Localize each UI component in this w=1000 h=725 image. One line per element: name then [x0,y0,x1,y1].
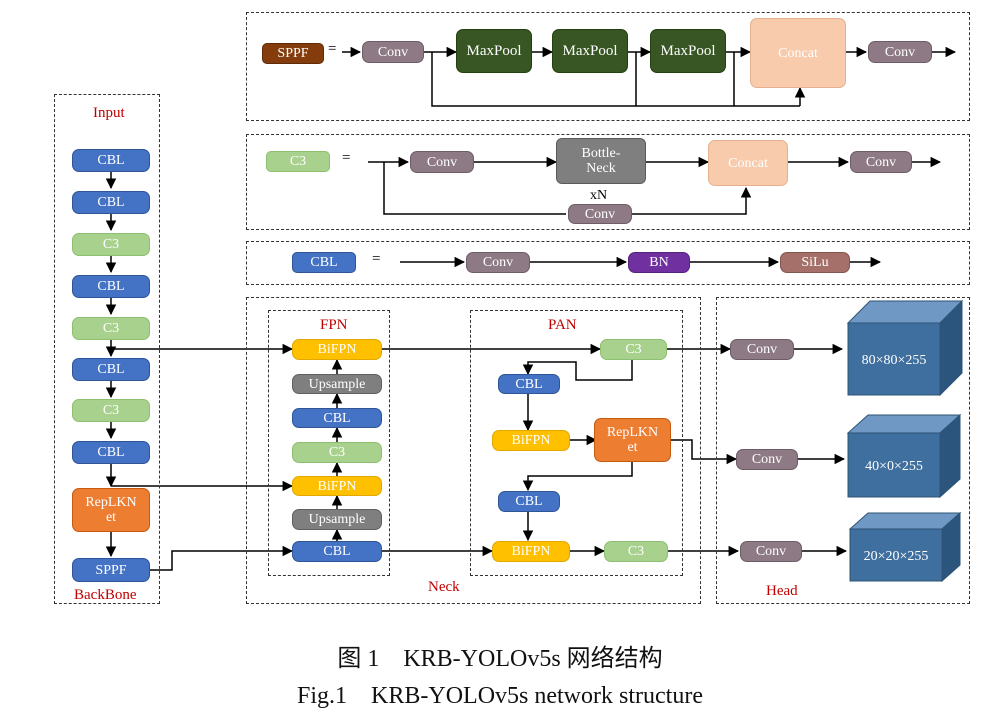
c3-xn-label: xN [590,188,608,203]
backbone-cbl-2: CBL [72,191,150,214]
fpn-frame [268,310,390,576]
head-frame [716,297,970,604]
backbone-title: BackBone [74,587,137,603]
backbone-c3-2: C3 [72,317,150,340]
cbl-equals: = [372,251,381,267]
output-cube-3: 20×20×255 [848,511,962,583]
pan-frame [470,310,683,576]
head-conv-3: Conv [740,541,802,562]
fpn-bifpn-mid: BiFPN [292,476,382,496]
arrow-sppf-to-cbl [150,545,294,571]
output-cube-2: 40×0×255 [846,413,962,499]
backbone-cbl-1: CBL [72,149,150,172]
backbone-cbl-3: CBL [72,275,150,298]
backbone-c3-3: C3 [72,399,150,422]
output-cube-1-label: 80×80×255 [862,353,927,368]
head-conv-2: Conv [736,449,798,470]
pan-replknet: RepLKN et [594,418,671,462]
c3-definition-frame [246,134,970,230]
c3-bottleneck: Bottle- Neck [556,138,646,184]
output-cube-3-label: 20×20×255 [864,549,929,564]
pan-title: PAN [548,317,577,333]
c3-equals: = [342,150,351,166]
fpn-cbl-mid: CBL [292,408,382,428]
pan-c3-bottom: C3 [604,541,668,562]
c3-conv-1: Conv [410,151,474,173]
c3-concat: Concat [708,140,788,186]
cbl-bn: BN [628,252,690,273]
fpn-cbl-bottom: CBL [292,541,382,562]
cbl-legend-block: CBL [292,252,356,273]
sppf-definition-frame [246,12,970,121]
fpn-bifpn-top: BiFPN [292,339,382,360]
backbone-cbl-4: CBL [72,358,150,381]
backbone-cbl-5: CBL [72,441,150,464]
backbone-frame [54,94,160,604]
neck-frame [246,297,701,604]
caption-en: Fig.1 KRB-YOLOv5s network structure [297,683,703,709]
fpn-c3: C3 [292,442,382,463]
pan-bifpn-1: BiFPN [492,430,570,451]
sppf-maxpool-2: MaxPool [552,29,628,73]
backbone-replknet: RepLKN et [72,488,150,532]
backbone-c3-1: C3 [72,233,150,256]
output-cube-2-label: 40×0×255 [865,459,923,474]
c3-legend-block: C3 [266,151,330,172]
arrow-repl-to-conv2 [671,439,738,465]
cbl-conv: Conv [466,252,530,273]
sppf-concat: Concat [750,18,846,88]
sppf-equals: = [328,41,337,57]
c3-bypass-line [383,162,566,215]
sppf-maxpool-1: MaxPool [456,29,532,73]
neck-title: Neck [428,579,460,595]
caption-zh: 图 1 KRB-YOLOv5s 网络结构 [337,646,663,672]
head-title: Head [766,583,798,599]
fpn-upsample-top: Upsample [292,374,382,394]
arrow-repl-to-cbl2 [522,462,633,492]
sppf-conv-2: Conv [868,41,932,63]
output-cube-1: 80×80×255 [846,299,964,397]
head-conv-1: Conv [730,339,794,360]
c3-conv-2: Conv [850,151,912,173]
sppf-skip-line [431,52,800,107]
cbl-silu: SiLu [780,252,850,273]
pan-cbl-1: CBL [498,374,560,394]
pan-cbl-2: CBL [498,491,560,512]
backbone-input-label: Input [93,105,125,121]
c3-conv-bypass: Conv [568,204,632,224]
pan-bifpn-2: BiFPN [492,541,570,562]
pan-c3-top: C3 [600,339,667,360]
sppf-legend-block: SPPF [262,43,324,64]
cbl-definition-frame [246,241,970,285]
backbone-sppf: SPPF [72,558,150,582]
fpn-upsample-bottom: Upsample [292,509,382,530]
fpn-title: FPN [320,317,348,333]
sppf-maxpool-3: MaxPool [650,29,726,73]
arrow-c3top-to-cbl1 [522,360,633,381]
c3-bypass-arrow [632,186,752,215]
sppf-conv-1: Conv [362,41,424,63]
